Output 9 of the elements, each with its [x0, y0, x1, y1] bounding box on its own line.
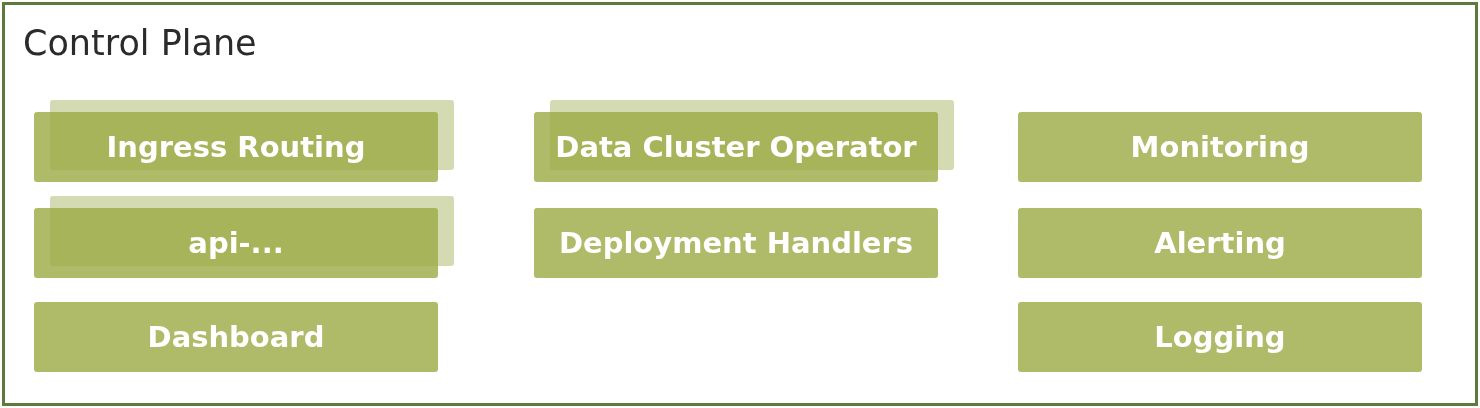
component-box: Monitoring: [1018, 112, 1422, 182]
component-box: api-...: [34, 208, 438, 278]
panel-title: Control Plane: [23, 23, 257, 63]
component-box: Deployment Handlers: [534, 208, 938, 278]
component-box: Ingress Routing: [34, 112, 438, 182]
component-box: Data Cluster Operator: [534, 112, 938, 182]
component-box: Alerting: [1018, 208, 1422, 278]
component-box: Logging: [1018, 302, 1422, 372]
component-box: Dashboard: [34, 302, 438, 372]
